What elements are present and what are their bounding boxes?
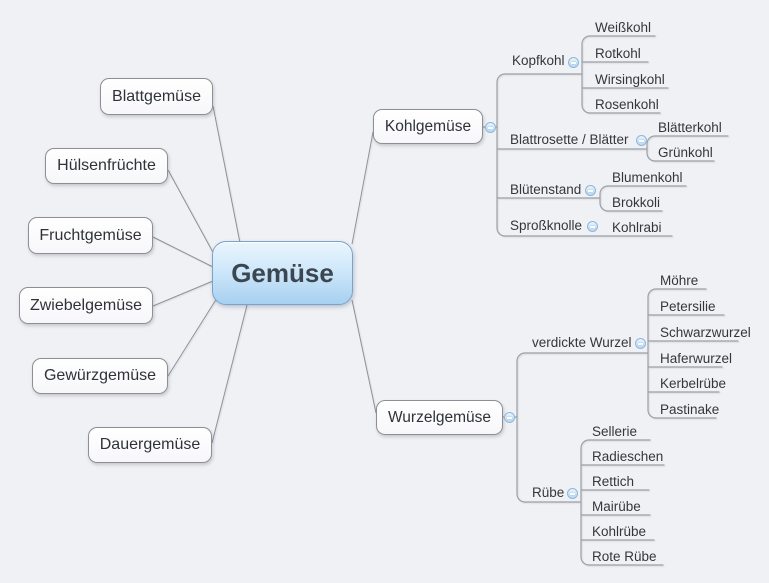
topic-rotkohl[interactable]: Rotkohl <box>595 46 641 61</box>
collapse-icon-verdickte-wurzel[interactable] <box>635 338 646 349</box>
collapse-icon-wurzelgemuese[interactable] <box>504 412 515 423</box>
root-topic-gemuese[interactable]: Gemüse <box>212 241 353 305</box>
topic-kohlruebe[interactable]: Kohlrübe <box>592 524 647 539</box>
topic-huelsenfruechte[interactable]: Hülsenfrüchte <box>45 148 168 184</box>
topic-blattgemuese[interactable]: Blattgemüse <box>100 78 213 115</box>
collapse-icon-kopfkohl[interactable] <box>568 57 579 68</box>
topic-sellerie[interactable]: Sellerie <box>592 424 638 439</box>
collapse-icon-sprossknolle[interactable] <box>587 221 598 232</box>
collapse-icon-blattrosette[interactable] <box>636 135 647 146</box>
topic-zwiebelgemuese[interactable]: Zwiebelgemüse <box>19 287 153 324</box>
topic-haferwurzel[interactable]: Haferwurzel <box>660 351 733 366</box>
topic-pastinake[interactable]: Pastinake <box>660 402 720 417</box>
topic-kohlgemuese[interactable]: Kohlgemüse <box>373 109 483 144</box>
topic-mairuebe[interactable]: Mairübe <box>592 499 641 514</box>
topic-ruebe[interactable]: Rübe <box>532 485 565 500</box>
topic-dauergemuese[interactable]: Dauergemüse <box>88 427 212 463</box>
topic-blumenkohl[interactable]: Blumenkohl <box>612 170 683 185</box>
topic-kopfkohl[interactable]: Kopfkohl <box>512 53 565 68</box>
topic-schwarzwurzel[interactable]: Schwarzwurzel <box>660 325 751 340</box>
topic-kohlrabi[interactable]: Kohlrabi <box>612 220 662 235</box>
topic-wurzelgemuese[interactable]: Wurzelgemüse <box>376 400 503 435</box>
collapse-icon-ruebe[interactable] <box>567 488 578 499</box>
topic-moehre[interactable]: Möhre <box>660 273 699 288</box>
topic-verdickte-wurzel[interactable]: verdickte Wurzel <box>532 335 632 350</box>
topic-weisskohl[interactable]: Weißkohl <box>595 20 652 35</box>
topic-sprossknolle[interactable]: Sproßknolle <box>510 218 583 233</box>
topic-brokkoli[interactable]: Brokkoli <box>612 195 661 210</box>
topic-rosenkohl[interactable]: Rosenkohl <box>595 97 659 112</box>
topic-gruenkohl[interactable]: Grünkohl <box>658 145 713 160</box>
topic-bluetenstand[interactable]: Blütenstand <box>510 182 582 197</box>
topic-rote-ruebe[interactable]: Rote Rübe <box>592 549 657 564</box>
topic-blaetterkohl[interactable]: Blätterkohl <box>658 120 722 135</box>
collapse-icon-bluetenstand[interactable] <box>585 185 596 196</box>
topic-blattrosette-blaetter[interactable]: Blattrosette / Blätter <box>510 132 629 147</box>
topic-kerbelruebe[interactable]: Kerbelrübe <box>660 376 727 391</box>
topic-gewuerzgemuese[interactable]: Gewürzgemüse <box>32 358 168 394</box>
topic-petersilie[interactable]: Petersilie <box>660 299 716 314</box>
topic-wirsingkohl[interactable]: Wirsingkohl <box>595 72 665 87</box>
topic-rettich[interactable]: Rettich <box>592 474 635 489</box>
topic-fruchtgemuese[interactable]: Fruchtgemüse <box>28 217 153 254</box>
topic-radieschen[interactable]: Radieschen <box>592 449 664 464</box>
collapse-icon-kohlgemuese[interactable] <box>485 122 496 133</box>
